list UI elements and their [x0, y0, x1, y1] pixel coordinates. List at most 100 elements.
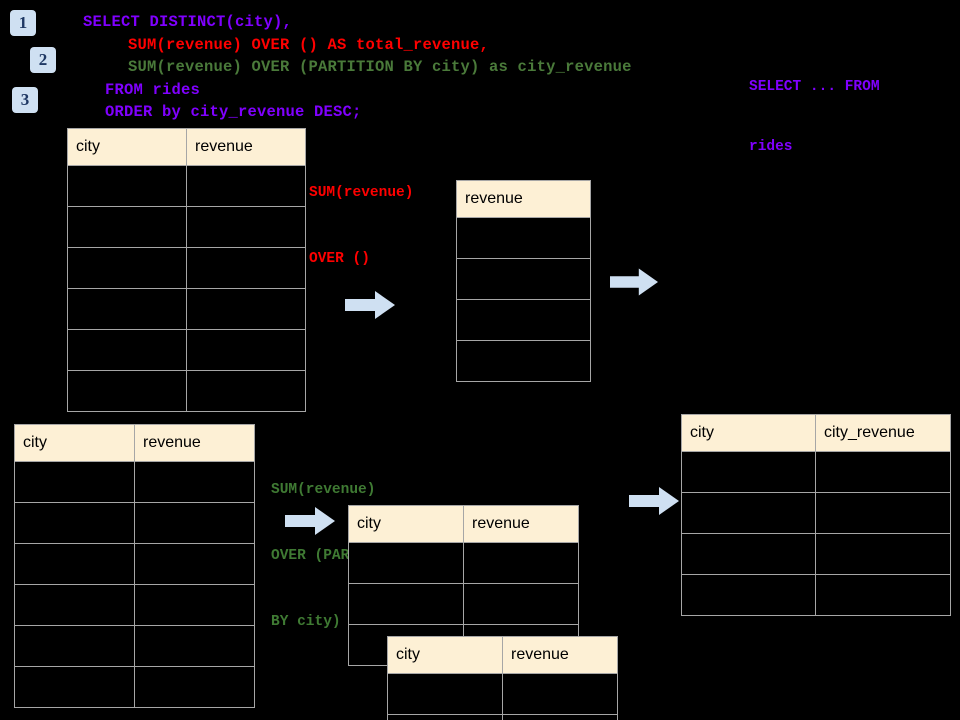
column-header-city: city [67, 128, 187, 166]
annotation-select-from-rides: SELECT ... FROM rides [749, 37, 880, 197]
step-badge-2: 2 [30, 47, 56, 73]
table-row [67, 329, 306, 371]
sql-line-sum-over-empty: SUM(revenue) OVER () AS total_revenue, [128, 36, 490, 54]
cell-revenue [186, 329, 306, 371]
cell-city [14, 543, 135, 585]
cell-revenue [134, 625, 255, 667]
sql-line-order-by: ORDER by city_revenue DESC; [105, 103, 362, 121]
table-row [67, 206, 306, 248]
cell-city [387, 714, 503, 720]
table-partition-group-front: city revenue [387, 636, 618, 720]
arrow-top-left [345, 291, 395, 319]
table-row [14, 666, 255, 708]
cell-city-revenue [815, 533, 951, 575]
sql-line-sum-over-partition: SUM(revenue) OVER (PARTITION BY city) as… [128, 58, 632, 76]
cell-city [67, 288, 187, 330]
cell-city [67, 329, 187, 371]
cell-revenue [502, 673, 618, 715]
cell-revenue [134, 461, 255, 503]
column-header-revenue: revenue [463, 505, 579, 543]
arrow-bottom-left [285, 507, 335, 535]
table-row [681, 492, 951, 534]
table-header-row: city city_revenue [681, 414, 951, 452]
cell-city [681, 574, 816, 616]
table-row [348, 542, 579, 584]
annotation-sum-over-partition-line1: SUM(revenue) [271, 482, 376, 498]
cell-city [348, 542, 464, 584]
table-row [681, 533, 951, 575]
cell-revenue [186, 206, 306, 248]
table-row [456, 340, 591, 382]
cell-city-revenue [815, 492, 951, 534]
table-header-row: city revenue [348, 505, 579, 543]
column-header-city: city [348, 505, 464, 543]
cell-city [14, 666, 135, 708]
table-row [456, 258, 591, 300]
cell-revenue [456, 299, 591, 341]
annotation-select-from-rides-line1: SELECT ... FROM [749, 79, 880, 95]
annotation-sum-over-empty: SUM(revenue) OVER () [309, 138, 413, 314]
table-total-revenue: revenue [456, 180, 591, 382]
table-row [67, 165, 306, 207]
column-header-city-revenue: city_revenue [815, 414, 951, 452]
annotation-sum-over-partition-line3: BY city) [271, 614, 341, 630]
cell-revenue [186, 165, 306, 207]
column-header-revenue: revenue [186, 128, 306, 166]
cell-city [14, 625, 135, 667]
cell-revenue [186, 288, 306, 330]
cell-city [681, 492, 816, 534]
table-header-row: city revenue [67, 128, 306, 166]
cell-city [681, 533, 816, 575]
table-header-row: revenue [456, 180, 591, 218]
arrow-top-right [610, 268, 658, 296]
annotation-sum-over-empty-line1: SUM(revenue) [309, 185, 414, 201]
column-header-city: city [14, 424, 135, 462]
table-row [681, 451, 951, 493]
cell-revenue [463, 583, 579, 625]
cell-city [67, 206, 187, 248]
table-row [456, 217, 591, 259]
cell-revenue [134, 584, 255, 626]
table-row [387, 714, 618, 720]
table-source-rides-bottom: city revenue [14, 424, 255, 708]
step-badge-3: 3 [12, 87, 38, 113]
cell-city [387, 673, 503, 715]
sql-line-select-distinct: SELECT DISTINCT(city), [83, 13, 293, 31]
cell-revenue [134, 666, 255, 708]
cell-revenue [463, 542, 579, 584]
table-row [14, 461, 255, 503]
annotation-select-from-rides-line2: rides [749, 139, 793, 155]
cell-revenue [456, 217, 591, 259]
cell-revenue [134, 502, 255, 544]
cell-revenue [502, 714, 618, 720]
cell-city [67, 247, 187, 289]
table-row [348, 583, 579, 625]
column-header-revenue: revenue [134, 424, 255, 462]
arrow-bottom-right [629, 487, 679, 515]
table-source-rides-top: city revenue [67, 128, 306, 412]
cell-city [14, 584, 135, 626]
table-row [67, 288, 306, 330]
table-row [387, 673, 618, 715]
table-header-row: city revenue [387, 636, 618, 674]
cell-revenue [456, 340, 591, 382]
cell-revenue [186, 370, 306, 412]
cell-city [67, 165, 187, 207]
sql-line-from-rides: FROM rides [105, 81, 201, 99]
table-row [681, 574, 951, 616]
table-result-city-revenue: city city_revenue [681, 414, 951, 616]
table-row [456, 299, 591, 341]
cell-city [681, 451, 816, 493]
annotation-sum-over-empty-line2: OVER () [309, 251, 370, 267]
table-row [14, 502, 255, 544]
table-row [67, 247, 306, 289]
table-row [67, 370, 306, 412]
table-row [14, 584, 255, 626]
column-header-revenue: revenue [456, 180, 591, 218]
cell-city [348, 583, 464, 625]
cell-city [14, 461, 135, 503]
cell-revenue [134, 543, 255, 585]
cell-city-revenue [815, 574, 951, 616]
table-header-row: city revenue [14, 424, 255, 462]
